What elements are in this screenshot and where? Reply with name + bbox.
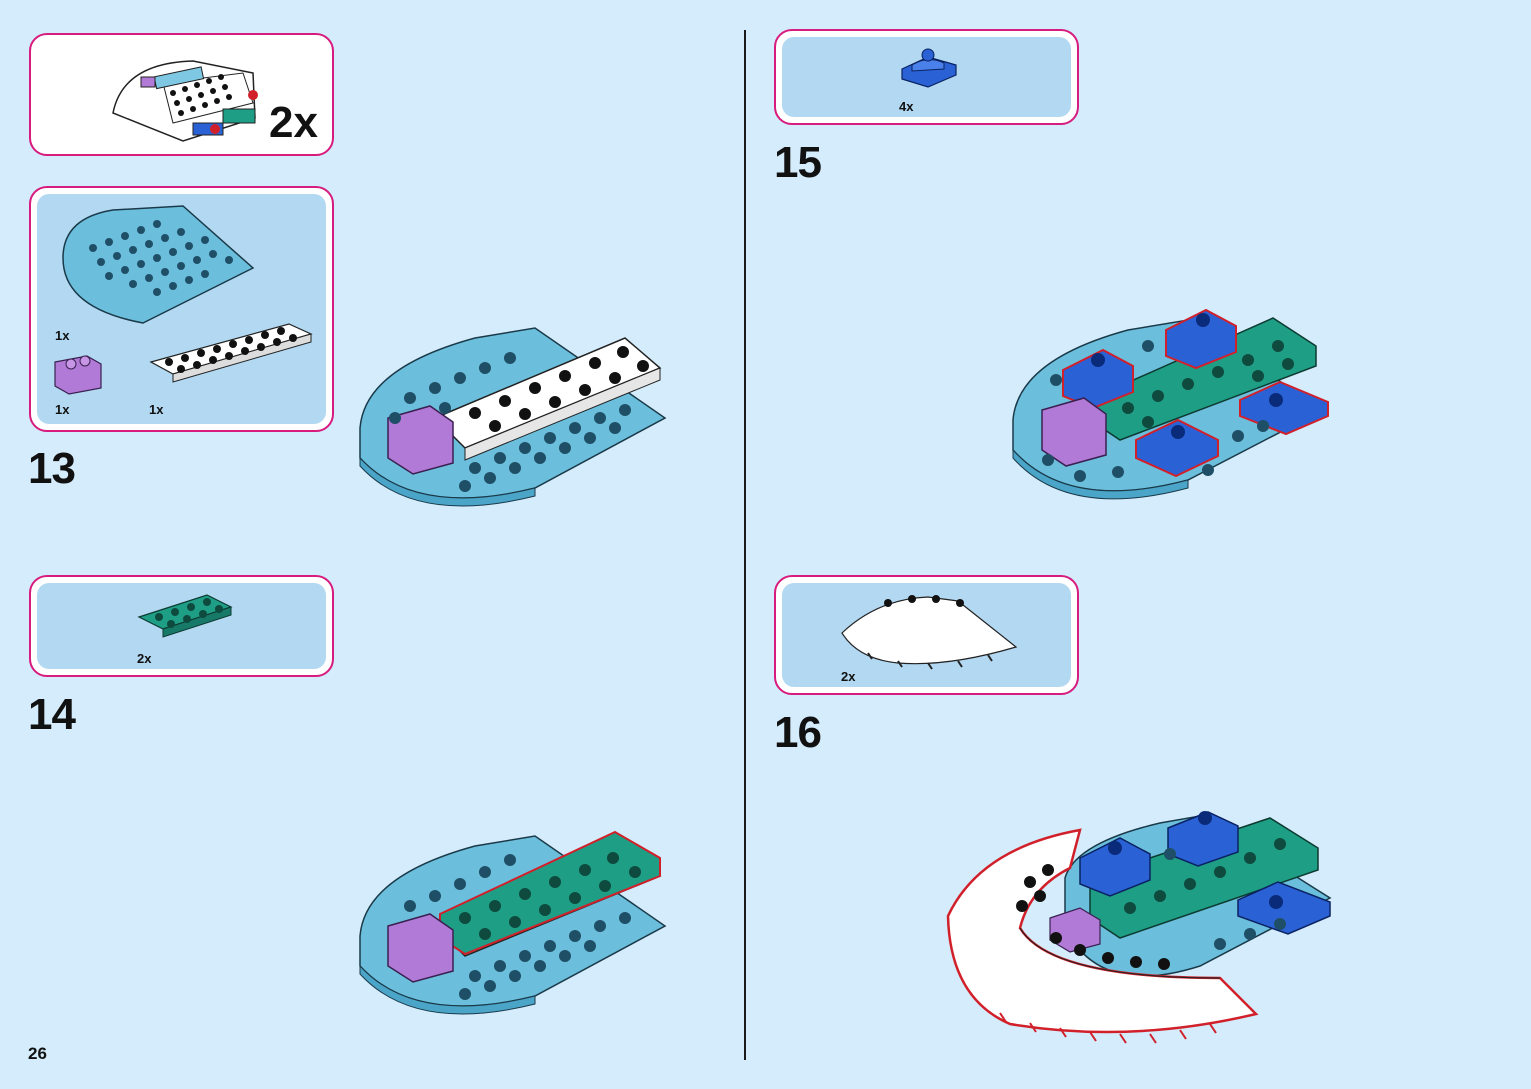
step-14-part-1-qty: 2x [137,651,151,666]
step-14-assembly-image [355,826,675,1026]
step-16-parts-callout: 2x [774,575,1079,695]
step-13-part-1-qty: 1x [55,328,69,343]
submodel-preview-image [103,43,283,153]
part-white-wedge-image [838,589,1028,669]
step-16-assembly-image [940,808,1340,1048]
part-white-plate-image [149,322,314,382]
step-13-part-2-qty: 1x [55,402,69,417]
submodel-callout: 2x [29,33,334,156]
step-14-number: 14 [28,690,75,740]
submodel-multiplier: 2x [269,101,318,145]
step-15-assembly-image [1008,300,1338,515]
step-13-parts-callout: 1x 1x 1x [29,186,334,432]
step-15-part-1-qty: 4x [899,99,913,114]
step-15-parts-callout: 4x [774,29,1079,125]
part-blue-slope-image [898,43,962,89]
part-purple-brick-image [53,354,103,394]
step-16-part-1-qty: 2x [841,669,855,684]
step-16-number: 16 [774,708,821,758]
step-13-number: 13 [28,444,75,494]
step-13-part-3-qty: 1x [149,402,163,417]
step-15-number: 15 [774,138,821,188]
step-14-parts-callout: 2x [29,575,334,677]
part-round-plate-image [53,198,253,318]
part-teal-plate-image [137,589,237,639]
page-divider [744,30,746,1060]
step-13-assembly-image [355,318,675,518]
page-number: 26 [28,1044,47,1064]
